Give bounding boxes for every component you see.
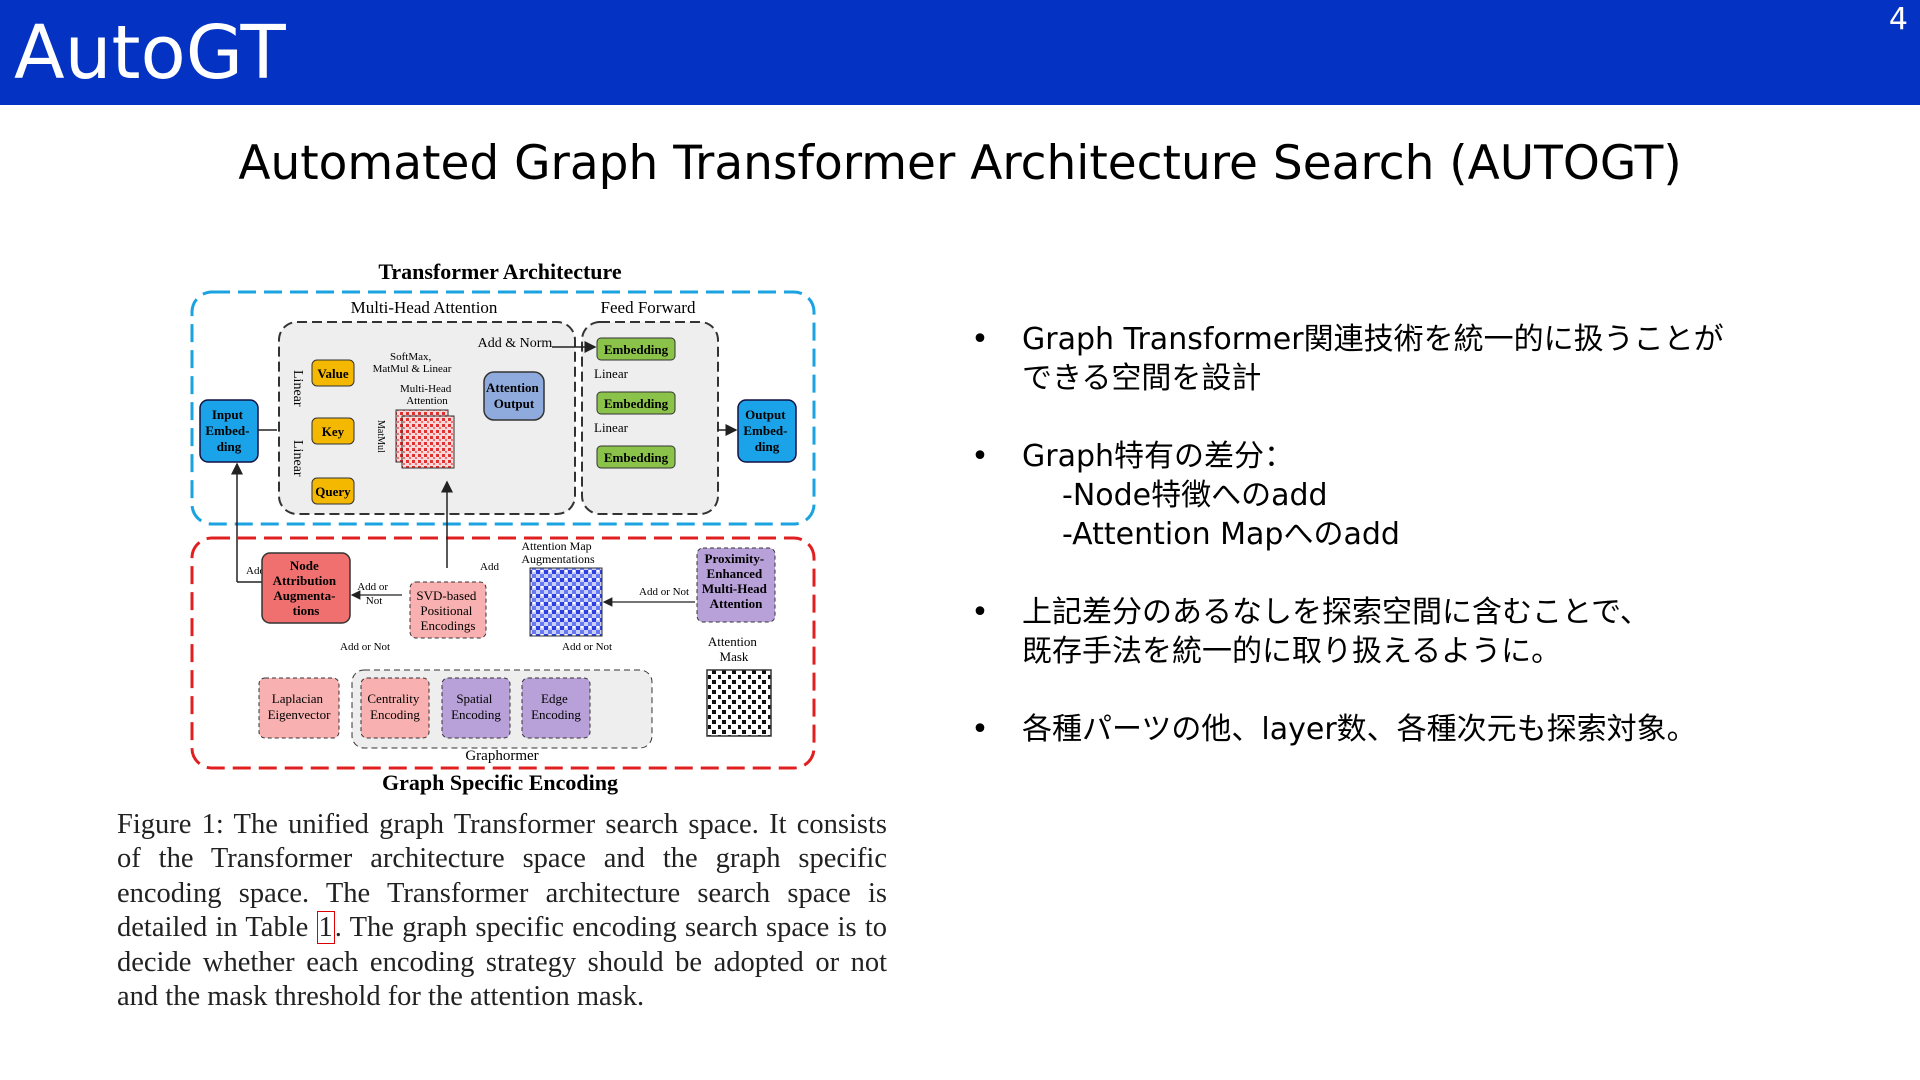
output-emb-line3: ding — [755, 439, 780, 454]
svg-text:Add or Not: Add or Not — [340, 641, 390, 653]
svg-text:Linear: Linear — [290, 440, 305, 477]
node-attr-line3: Augmenta- — [273, 588, 335, 603]
attn-output-line2: Output — [494, 396, 535, 411]
svg-text:Spatial Encoding: Spatial Encoding — [451, 691, 501, 722]
slide-subtitle: Automated Graph Transformer Architecture… — [238, 136, 1682, 191]
svg-text:Proximity- Enhanced Mu: Proximity- Enhanced Multi-Head Attention — [702, 551, 770, 611]
architecture-figure: Transformer Architecture Multi-Head Atte… — [112, 250, 892, 810]
attn-output-line1: Attention — [486, 380, 539, 395]
svg-text:Attention Output: Attention Output — [486, 380, 542, 411]
laplacian-line1: Laplacian — [272, 691, 324, 706]
slide-title: AutoGT — [14, 10, 286, 96]
embedding-2: Embedding — [604, 396, 669, 411]
svg-text:SoftMax, MatMul & Linear: SoftMax, MatMul & Linear — [373, 351, 452, 375]
proximity-line2: Enhanced — [707, 566, 763, 581]
attn-mask-line1: Attention — [708, 634, 758, 649]
spatial-line1: Spatial — [456, 691, 492, 706]
query-box: Query — [315, 484, 351, 499]
centrality-line2: Encoding — [370, 707, 420, 722]
bullet-item: • Graph特有の差分： -Node特徴へのadd -Attention Ma… — [971, 439, 1400, 552]
svg-text:Add: Add — [246, 565, 265, 577]
transformer-title: Transformer Architecture — [378, 259, 622, 284]
node-attr-line2: Attribution — [273, 573, 337, 588]
add-norm-label: Add & Norm — [478, 336, 553, 351]
ff-label: Feed Forward — [601, 298, 696, 317]
svg-text:Multi-Head Attention: Multi-Head Attention — [400, 383, 454, 407]
input-emb-line2: Embed- — [205, 423, 249, 438]
laplacian-line2: Eigenvector — [268, 707, 331, 722]
svg-text:Linear: Linear — [594, 420, 629, 435]
svg-text:Linear: Linear — [290, 370, 305, 407]
svg-text:Add or Not: Add or Not — [562, 641, 612, 653]
centrality-line1: Centrality — [367, 691, 419, 706]
svg-text:Add or Not: Add or Not — [639, 586, 689, 598]
gse-title: Graph Specific Encoding — [382, 770, 618, 795]
spatial-line2: Encoding — [451, 707, 501, 722]
svg-text:Attention Map Augmentation: Attention Map Augmentations — [521, 539, 595, 566]
bullet-item: • 上記差分のあるなしを探索空間に含むことで、 既存手法を統一的に取り扱えるよう… — [971, 595, 1650, 669]
key-box: Key — [322, 424, 345, 439]
header-bar — [0, 0, 1920, 105]
edge-line2: Encoding — [531, 707, 581, 722]
mha-label: Multi-Head Attention — [351, 298, 498, 317]
bullet-dot-icon: • — [971, 595, 989, 630]
node-attr-line4: tions — [293, 603, 320, 618]
figure-caption: Figure 1: The unified graph Transformer … — [117, 809, 887, 1013]
bullet-dot-icon: • — [971, 439, 989, 474]
attn-mask-line2: Mask — [720, 649, 749, 664]
svg-text:MatMul: MatMul — [375, 420, 386, 453]
graphormer-label: Graphormer — [465, 748, 538, 764]
proximity-line3: Multi-Head — [702, 581, 768, 596]
svg-text:Linear: Linear — [594, 366, 629, 381]
svg-text:Centrality Encoding: Centrality Encoding — [367, 691, 422, 722]
svd-line1: SVD-based — [416, 588, 476, 603]
svg-text:Node Attribution Augme: Node Attribution Augmenta- tions — [273, 558, 340, 618]
embedding-1: Embedding — [604, 342, 669, 357]
svg-text:SVD-based Positional E: SVD-based Positional Encodings — [416, 588, 479, 633]
bullet-dot-icon: • — [971, 712, 989, 747]
node-attr-line1: Node — [290, 558, 319, 573]
table-ref-link[interactable]: 1 — [316, 911, 335, 945]
bullet-dot-icon: • — [971, 322, 989, 357]
output-emb-line2: Embed- — [743, 423, 787, 438]
svg-text:Input Embed- ding: Input Embed- ding — [205, 407, 252, 454]
page-number: 4 — [1888, 2, 1908, 37]
bullet-item: • 各種パーツの他、layer数、各種次元も探索対象。 — [971, 712, 1697, 747]
proximity-line4: Attention — [710, 596, 763, 611]
svg-text:Attention Mask: Attention Mask — [708, 634, 760, 664]
svd-line3: Encodings — [421, 618, 476, 633]
bullet-item: • Graph Transformer関連技術を統一的に扱うことが できる空間を… — [971, 322, 1724, 396]
embedding-3: Embedding — [604, 450, 669, 465]
input-emb-line1: Input — [212, 407, 244, 422]
input-emb-line3: ding — [217, 439, 242, 454]
svg-text:Edge Encoding: Edge Encoding — [531, 691, 581, 722]
proximity-line1: Proximity- — [705, 551, 765, 566]
svg-text:Output Embed- ding: Output Embed- ding — [743, 407, 790, 454]
edge-line1: Edge — [541, 691, 568, 706]
svg-text:Add or Not: Add or Not — [357, 581, 391, 607]
value-box: Value — [317, 366, 349, 381]
svg-text:Add: Add — [480, 561, 499, 573]
svd-line2: Positional — [420, 603, 472, 618]
svg-text:Laplacian Eigenvector: Laplacian Eigenvector — [268, 691, 331, 722]
output-emb-line1: Output — [745, 407, 786, 422]
bullet-list: • Graph Transformer関連技術を統一的に扱うことが できる空間を… — [970, 320, 1870, 788]
